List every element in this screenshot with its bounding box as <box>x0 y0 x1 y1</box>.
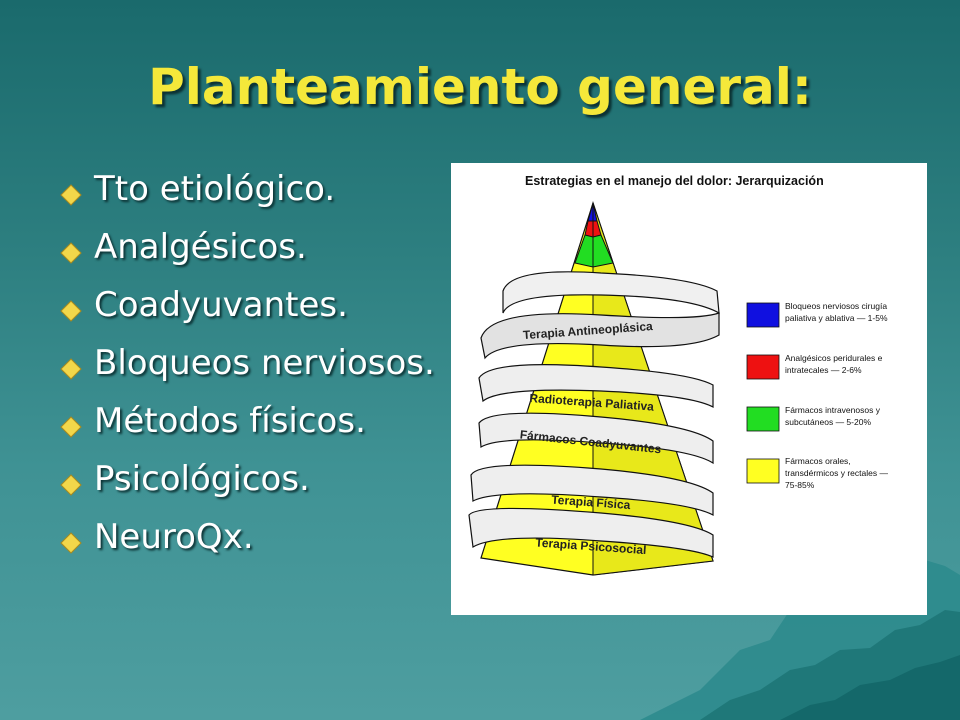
legend-label: paliativa y ablativa — 1-5% <box>785 313 888 323</box>
list-item: NeuroQx. <box>60 520 440 560</box>
diamond-bullet-icon <box>60 172 94 212</box>
legend-label: subcutáneos — 5-20% <box>785 417 871 427</box>
ribbon-radioterapia-paliativa <box>478 364 714 409</box>
bullet-text: Coadyuvantes. <box>94 285 348 325</box>
legend-swatch-green <box>746 406 780 432</box>
bullet-text: NeuroQx. <box>94 517 254 557</box>
legend-label: Bloqueos nerviosos cirugía <box>785 301 887 311</box>
bullet-text: Métodos físicos. <box>94 401 366 441</box>
ribbon-farmacos-coadyuvantes <box>478 412 714 465</box>
ribbon-label: Terapia Física <box>551 493 631 513</box>
diamond-bullet-icon <box>60 520 94 560</box>
diagram-title: Estrategias en el manejo del dolor: Jera… <box>525 174 824 188</box>
slide-title: Planteamiento general: <box>148 58 812 116</box>
ribbon-terapia-fisica <box>470 464 714 517</box>
legend-label: transdérmicos y rectales — <box>785 468 888 478</box>
legend-label: intratecales — 2-6% <box>785 365 862 375</box>
legend-swatch-blue <box>746 302 780 328</box>
pain-management-pyramid-figure: Estrategias en el manejo del dolor: Jera… <box>451 163 927 615</box>
diamond-bullet-icon <box>60 462 94 502</box>
bullet-text: Tto etiológico. <box>94 169 336 209</box>
bullet-list: Tto etiológico. Analgésicos. Coadyuvante… <box>60 172 440 578</box>
pyramid-diagram: Estrategias en el manejo del dolor: Jera… <box>468 174 888 576</box>
legend-label: Fármacos orales, <box>785 456 851 466</box>
ribbon-terapia-psicosocial <box>468 507 714 558</box>
list-item: Psicológicos. <box>60 462 440 502</box>
list-item: Métodos físicos. <box>60 404 440 444</box>
diamond-bullet-icon <box>60 288 94 328</box>
list-item: Bloqueos nerviosos. <box>60 346 440 386</box>
legend: Bloqueos nerviosos cirugía paliativa y a… <box>746 301 888 490</box>
diamond-bullet-icon <box>60 346 94 386</box>
list-item: Analgésicos. <box>60 230 440 270</box>
legend-label: 75-85% <box>785 480 815 490</box>
legend-swatch-red <box>746 354 780 380</box>
pyramid-green-tier <box>574 234 614 268</box>
diamond-bullet-icon <box>60 404 94 444</box>
legend-label: Analgésicos peridurales e <box>785 353 883 363</box>
diamond-bullet-icon <box>60 230 94 270</box>
list-item: Tto etiológico. <box>60 172 440 212</box>
bullet-text: Bloqueos nerviosos. <box>94 343 435 383</box>
legend-label: Fármacos intravenosos y <box>785 405 881 415</box>
bullet-text: Psicológicos. <box>94 459 310 499</box>
ribbon-terapia-antineoplasica <box>480 271 720 360</box>
legend-swatch-yellow <box>746 458 780 484</box>
bullet-text: Analgésicos. <box>94 227 307 267</box>
list-item: Coadyuvantes. <box>60 288 440 328</box>
